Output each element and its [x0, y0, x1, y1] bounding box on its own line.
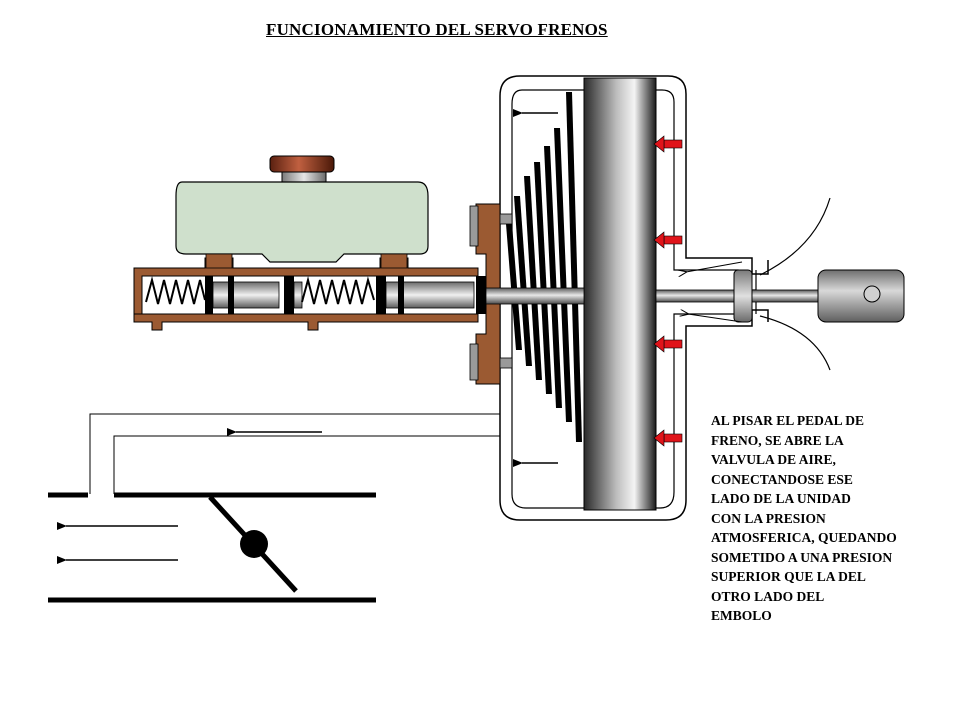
caption-line: CON LA PRESION: [711, 510, 826, 526]
primary-spring: [301, 276, 375, 305]
caption-line: AL PISAR EL PEDAL DE: [711, 413, 865, 428]
caption-line: SOMETIDO A UNA PRESION: [711, 549, 893, 565]
flange-bolt-top: [499, 213, 513, 225]
throttle-shaft: [240, 530, 268, 558]
pressure-arrow: [653, 135, 683, 153]
caption-line: ATMOSFERICA, QUEDANDO: [711, 530, 897, 545]
booster-push-rod: [485, 287, 585, 305]
air-valve: [733, 269, 753, 323]
clevis-pin-hole: [863, 285, 881, 303]
secondary-seal-rear: [284, 276, 294, 314]
caption-line: VALVULA DE AIRE,: [711, 452, 836, 467]
reservoir-cap: [269, 155, 335, 173]
secondary-piston: [212, 281, 280, 309]
valve-inlet-line-bottom: [759, 315, 831, 371]
pedal-clevis: [817, 269, 905, 323]
return-spring: [506, 92, 582, 442]
primary-seal-mid: [398, 276, 404, 314]
pressure-arrow: [653, 335, 683, 353]
secondary-spring: [145, 276, 206, 305]
valve-inlet-line-top: [759, 197, 831, 276]
secondary-seal-mid: [228, 276, 234, 314]
air-inflow-arrow-bottom: [688, 314, 743, 323]
flange-stud-bottom: [469, 343, 479, 381]
reservoir-port-left: [205, 253, 233, 269]
title: FUNCIONAMIENTO DEL SERVO FRENOS: [266, 20, 608, 39]
caption-line: EMBOLO: [711, 608, 772, 623]
caption-line: FRENO, SE ABRE LA: [711, 432, 844, 448]
air-inflow-arrow-top: [686, 261, 743, 272]
master-cylinder: [133, 257, 479, 331]
reservoir-tank: [175, 181, 429, 263]
reservoir-port-right: [380, 253, 408, 269]
vacuum-hose: [89, 413, 500, 494]
flange-stud-top: [469, 205, 479, 247]
caption-line: CONECTANDOSE ESE: [711, 471, 853, 487]
caption-line: SUPERIOR QUE LA DEL: [711, 569, 866, 584]
caption-line: OTRO LADO DEL: [711, 588, 825, 604]
pressure-arrow: [653, 231, 683, 249]
primary-seal-front: [376, 276, 386, 314]
explanation-caption: AL PISAR EL PEDAL DE FRENO, SE ABRE LA V…: [711, 411, 951, 626]
secondary-piston-rear: [293, 281, 303, 309]
pressure-arrow: [653, 429, 683, 447]
caption-line: LADO DE LA UNIDAD: [711, 491, 851, 506]
secondary-seal-front: [205, 276, 213, 314]
atmospheric-pressure-arrows: [653, 135, 683, 447]
booster-diaphragm: [583, 77, 657, 511]
flange-bolt-bottom: [499, 357, 513, 369]
primary-seal-rear: [476, 276, 486, 314]
